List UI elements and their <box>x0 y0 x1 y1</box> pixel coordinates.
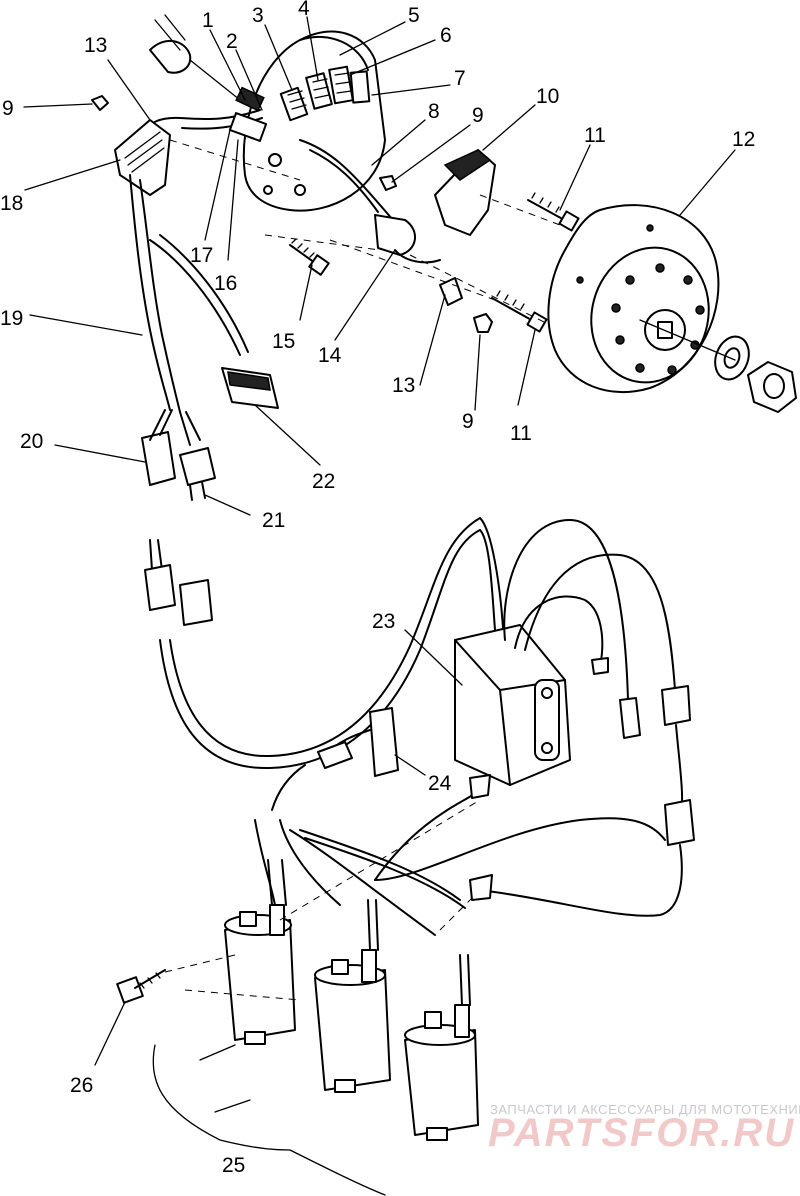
callout-22: 22 <box>312 470 335 493</box>
callout-26: 26 <box>70 1074 93 1097</box>
watermark: ЗАПЧАСТИ И АКСЕССУАРЫ ДЛЯ МОТОТЕХНИКИ PA… <box>488 1102 800 1155</box>
harness-plugs-upper <box>141 409 216 501</box>
ignition-coil-1 <box>224 859 296 1045</box>
ignition-coil-2 <box>314 899 391 1093</box>
callout-21: 21 <box>262 509 285 532</box>
cdi-wires <box>503 519 695 846</box>
stator-top-parts <box>149 14 268 142</box>
callout-12: 12 <box>732 128 755 151</box>
callout-20: 20 <box>20 430 43 453</box>
callout-18: 18 <box>0 192 23 215</box>
flywheel-washer-and-nut <box>639 319 797 413</box>
callout-23: 23 <box>372 610 395 633</box>
stator-coils <box>279 65 371 122</box>
mounting-bracket <box>434 149 496 306</box>
callout-13-upper: 13 <box>84 34 107 57</box>
spark-plug-cap <box>271 707 399 811</box>
harness-wires <box>129 174 249 413</box>
callout-9-upper: 9 <box>472 104 484 127</box>
callout-14: 14 <box>318 344 342 367</box>
nuts <box>91 95 493 333</box>
callout-2: 2 <box>226 30 238 53</box>
callouts: 1 2 3 4 5 6 7 8 9 9 9 10 11 11 12 13 13 … <box>0 0 755 1177</box>
coil-leads <box>254 789 683 936</box>
regulator-connector <box>221 367 279 409</box>
harness-plugs-lower <box>144 539 213 626</box>
callout-6: 6 <box>440 24 452 47</box>
callout-25: 25 <box>222 1154 245 1177</box>
callout-9-lower: 9 <box>462 410 474 433</box>
callout-9-left: 9 <box>2 97 14 120</box>
callout-1: 1 <box>202 9 214 32</box>
callout-4: 4 <box>298 0 310 20</box>
callout-15: 15 <box>272 330 295 353</box>
callout-11-lower: 11 <box>510 422 532 445</box>
cdi-box <box>454 624 571 786</box>
callout-24: 24 <box>428 772 452 795</box>
ignition-coil-3 <box>404 954 479 1141</box>
callout-13-lower: 13 <box>392 374 415 397</box>
coil-set-brace <box>152 1044 386 1196</box>
callout-16: 16 <box>214 272 237 295</box>
main-cable <box>159 517 504 770</box>
dashed-assembly-lines <box>169 139 561 331</box>
callout-8: 8 <box>428 100 440 123</box>
callout-17: 17 <box>190 244 213 267</box>
pickup-coil <box>374 214 441 264</box>
callout-7: 7 <box>454 67 466 90</box>
callout-5: 5 <box>408 4 420 27</box>
stator-plate <box>242 30 386 212</box>
callout-19: 19 <box>0 307 23 330</box>
harness-connector <box>114 119 171 196</box>
flywheel <box>547 204 720 394</box>
callout-10: 10 <box>536 85 559 108</box>
coil-mount-bolt <box>116 969 166 1004</box>
callout-3: 3 <box>252 4 264 27</box>
watermark-brand: PARTSFOR.RU <box>488 1111 795 1155</box>
leader-lines <box>23 16 736 1066</box>
screws <box>289 192 580 333</box>
watermark-tagline: ЗАПЧАСТИ И АКСЕССУАРЫ ДЛЯ МОТОТЕХНИКИ <box>490 1102 800 1117</box>
coil-brackets-dashed <box>164 774 493 1001</box>
callout-11-upper: 11 <box>584 124 606 147</box>
